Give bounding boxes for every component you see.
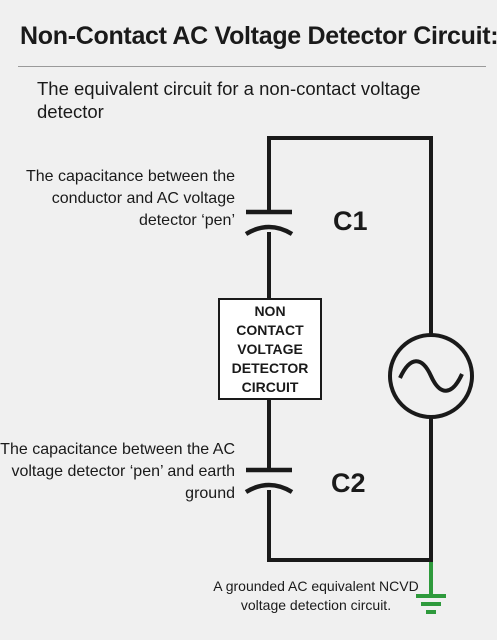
c2-capacitor-icon — [244, 467, 294, 494]
ac-source-icon — [388, 333, 474, 419]
subtitle: The equivalent circuit for a non-contact… — [37, 78, 421, 122]
detector-circuit-box: NON CONTACT VOLTAGE DETECTOR CIRCUIT — [218, 298, 322, 400]
title-divider — [18, 66, 486, 67]
c1-description: The capacitance between the conductor an… — [25, 168, 235, 229]
detector-circuit-label: NON CONTACT VOLTAGE DETECTOR CIRCUIT — [231, 302, 309, 395]
page-title: Non-Contact AC Voltage Detector Circuit: — [20, 22, 497, 50]
c2-description: The capacitance between the AC voltage d… — [0, 441, 235, 502]
ground-note: A grounded AC equivalent NCVD voltage de… — [213, 578, 419, 613]
c1-capacitor-icon — [244, 209, 294, 236]
ground-icon — [416, 562, 446, 614]
wire-top — [267, 136, 433, 336]
c2-label: C2 — [331, 468, 366, 498]
c1-label: C1 — [333, 206, 368, 236]
